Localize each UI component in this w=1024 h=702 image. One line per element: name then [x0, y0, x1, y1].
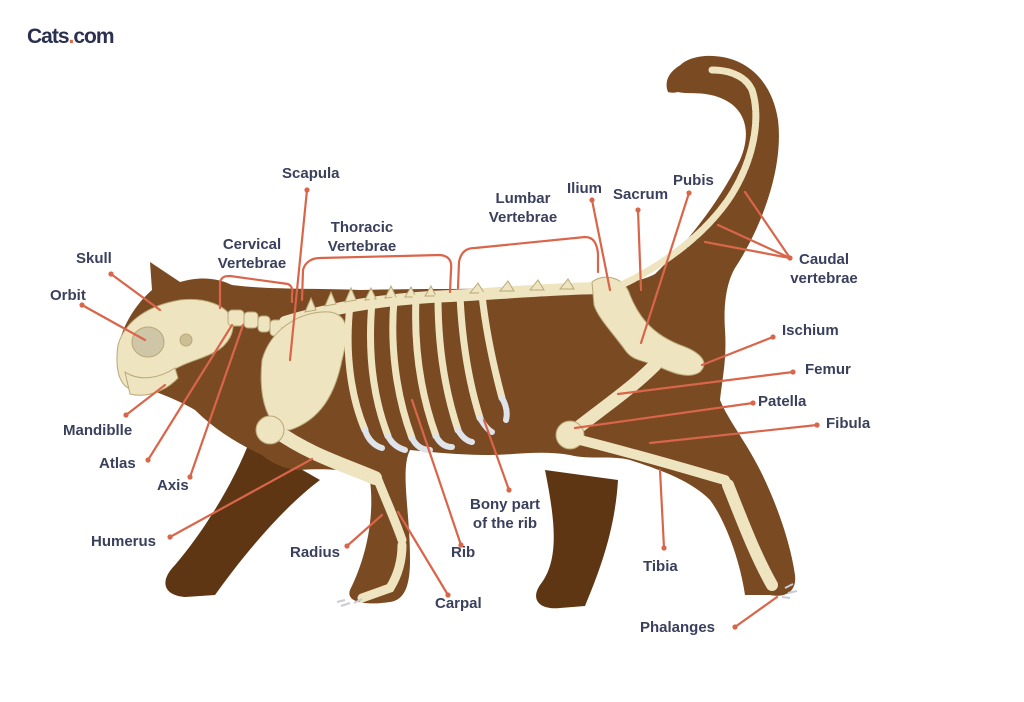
skeleton — [116, 66, 798, 607]
leader-dots — [79, 187, 820, 630]
femur-bone — [568, 358, 662, 437]
humerus-bone — [268, 423, 382, 485]
label-carpal: Carpal — [435, 595, 482, 612]
label-thoracic-line2: Vertebrae — [327, 238, 397, 255]
label-orbit: Orbit — [50, 287, 86, 304]
label-atlas: Atlas — [99, 455, 136, 472]
label-bony-part-of-rib: Bony part of the rib — [465, 495, 545, 533]
label-thoracic-line1: Thoracic — [330, 219, 394, 236]
label-cervical-line2: Vertebrae — [217, 255, 287, 272]
label-thoracic-vertebrae: Thoracic Vertebrae — [322, 218, 402, 256]
label-femur: Femur — [805, 361, 851, 378]
label-tibia: Tibia — [643, 558, 678, 575]
logo-dot: . — [68, 25, 75, 48]
label-caudal-line1: Caudal — [798, 251, 849, 268]
mandible-bone — [124, 367, 179, 396]
leader-lines — [80, 188, 819, 629]
label-bony-part-line1: Bony part — [469, 496, 540, 513]
label-lumbar-line1: Lumbar — [495, 190, 551, 207]
label-phalanges: Phalanges — [640, 619, 716, 636]
label-lumbar-vertebrae: Lumbar Vertebrae — [483, 189, 563, 227]
far-front-leg — [165, 440, 320, 597]
label-humerus: Humerus — [91, 533, 157, 550]
orbit-socket — [131, 326, 165, 358]
tarsal-metatarsal — [722, 479, 778, 591]
label-pubis: Pubis — [673, 172, 714, 189]
label-skull: Skull — [76, 250, 112, 267]
label-fibula: Fibula — [826, 415, 871, 432]
label-ischium: Ischium — [782, 322, 839, 339]
label-ilium: Ilium — [567, 180, 603, 197]
label-caudal-vertebrae: Caudal vertebrae — [784, 250, 864, 288]
label-mandible: Mandiblle — [63, 422, 133, 439]
label-radius: Radius — [290, 544, 341, 561]
label-scapula: Scapula — [282, 165, 340, 182]
cat-body — [118, 55, 796, 604]
label-bony-part-line2: of the rib — [472, 515, 538, 532]
tibia-fibula-bone — [575, 435, 730, 485]
cats-com-logo[interactable]: Cats.com — [27, 25, 115, 49]
pelvis-bone — [591, 276, 705, 376]
spinous-processes — [304, 278, 575, 313]
radius-ulna-bone — [373, 475, 407, 545]
label-rib: Rib — [451, 544, 476, 561]
caudal-vertebrae-bone — [611, 66, 760, 292]
label-cervical-vertebrae: Cervical Vertebrae — [212, 235, 292, 273]
label-sacrum: Sacrum — [613, 186, 669, 203]
label-lumbar-line2: Vertebrae — [488, 209, 558, 226]
cat-body-silhouette — [118, 55, 796, 609]
logo-tld: com — [73, 25, 114, 48]
label-axis: Axis — [157, 477, 189, 494]
logo-name: Cats — [27, 25, 70, 48]
label-caudal-line2: vertebrae — [790, 270, 858, 287]
label-cervical-line1: Cervical — [222, 236, 282, 253]
carpal-metacarpal — [357, 540, 407, 603]
label-patella: Patella — [758, 393, 807, 410]
far-hind-leg — [536, 470, 618, 609]
ribs — [344, 291, 510, 453]
